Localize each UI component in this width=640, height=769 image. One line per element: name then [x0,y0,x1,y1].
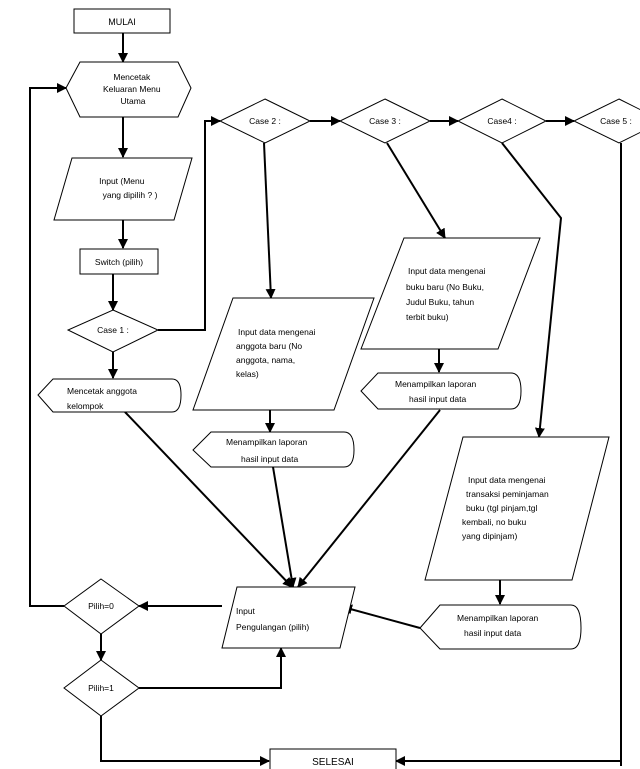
node-case4-label: Case4 : [487,116,516,126]
arrow-pilih0-menu [29,83,67,607]
arrow-cetak-pengulangan [124,411,293,588]
arrow-case2-input-anggota [263,142,276,299]
node-case5: Case 5 : [572,98,640,144]
node-menu: Mencetak Keluaran Menu Utama [65,61,192,118]
node-case1: Case 1 : [66,309,160,353]
arrow-case3-input-buku [386,142,446,239]
node-pilih1-label: Pilih=1 [88,683,114,693]
arrow-tampil4-pengulangan [342,604,421,629]
node-pilih0-label: Pilih=0 [88,601,114,611]
node-input-anggota-label: Input data mengenai anggota baru (No ang… [236,327,318,379]
node-switch: Switch (pilih) [79,248,159,275]
node-input-pinjam-label: Input data mengenai transaksi peminjaman… [462,475,551,541]
arrow-tampil3-pengulangan [297,409,441,588]
node-case1-label: Case 1 : [97,325,129,335]
node-pengulangan: Input Pengulangan (pilih) [221,586,356,649]
connectors [29,33,622,766]
node-case4: Case4 : [456,98,548,144]
node-input-buku: Input data mengenai buku baru (No Buku, … [360,237,541,350]
node-input-pinjam: Input data mengenai transaksi peminjaman… [424,436,610,581]
node-cetak-anggota-label: Mencetak anggota kelompok [67,386,139,411]
node-tampil4-label: Menampilkan laporan hasil input data [457,613,541,638]
node-case3: Case 3 : [338,98,432,144]
node-case5-label: Case 5 : [600,116,632,126]
node-tampil4: Menampilkan laporan hasil input data [419,604,582,650]
arrow-case1-case2 [158,116,221,331]
arrow-tampil2-pengulangan [272,466,297,588]
node-cetak-anggota: Mencetak anggota kelompok [37,378,182,413]
node-selesai: SELESAI [269,748,397,769]
node-input-anggota: Input data mengenai anggota baru (No ang… [192,297,375,411]
node-tampil3-label: Menampilkan laporan hasil input data [395,379,479,404]
node-tampil3: Menampilkan laporan hasil input data [360,372,522,410]
node-tampil2: Menampilkan laporan hasil input data [192,431,355,468]
node-case3-label: Case 3 : [369,116,401,126]
node-case2: Case 2 : [218,98,312,144]
node-tampil2-label: Menampilkan laporan hasil input data [226,437,310,464]
node-case2-label: Case 2 : [249,116,281,126]
node-mulai: MULAI [73,8,171,34]
node-mulai-label: MULAI [108,17,136,27]
node-pilih0: Pilih=0 [63,578,140,635]
node-menu-label: Mencetak Keluaran Menu Utama [103,72,163,106]
arrow-pilih1-pengulangan [139,647,286,689]
arrow-case4-input-pinjam [501,142,563,438]
node-input-menu: Input (Menu yang dipilih ? ) [53,157,193,221]
node-input-menu-label: Input (Menu yang dipilih ? ) [99,176,157,200]
node-selesai-label: SELESAI [312,757,354,768]
node-switch-label: Switch (pilih) [95,257,143,267]
node-pilih1: Pilih=1 [63,659,140,717]
node-input-buku-label: Input data mengenai buku baru (No Buku, … [406,266,488,322]
arrow-pilih1-selesai [100,716,270,766]
node-pengulangan-label: Input Pengulangan (pilih) [236,606,309,632]
